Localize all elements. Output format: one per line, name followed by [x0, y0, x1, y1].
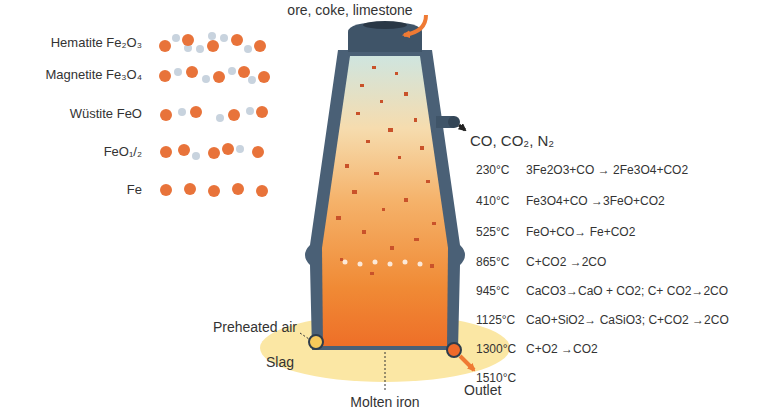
phase-label: Wüstite FeO — [70, 106, 142, 122]
outlet-tap — [447, 343, 461, 357]
furnace-interior — [322, 56, 448, 346]
ore-particles — [336, 66, 436, 275]
tuyere-dots — [343, 260, 423, 267]
air-tuyere — [309, 335, 323, 349]
temperature: 1125°C — [476, 313, 515, 327]
temperature: 865°C — [476, 255, 510, 269]
reaction: C+CO2 →2CO — [526, 255, 606, 269]
reaction: FeO+CO→ Fe+CO2 — [526, 225, 635, 239]
feed-label: ore, coke, limestone — [287, 2, 412, 19]
temperature: 230°C — [476, 163, 510, 177]
gas-label: CO, CO₂, N₂ — [470, 132, 554, 150]
reaction: 3Fe2O3+CO → 2Fe3O4+CO2 — [526, 163, 688, 177]
leader-line — [385, 352, 386, 392]
reaction: C+O2 →CO2 — [526, 342, 598, 356]
reaction: Fe3O4+CO →3FeO+CO2 — [526, 194, 665, 208]
phase-label: Fe — [127, 182, 142, 198]
reaction: CaO+SiO2→ CaSiO3; C+CO2 →2CO — [526, 313, 729, 327]
part-label: Molten iron — [350, 394, 419, 411]
charge-arrow — [404, 15, 426, 35]
part-label: Outlet — [464, 382, 501, 399]
temperature: 945°C — [476, 284, 510, 298]
furnace-shell — [305, 50, 465, 350]
temperature: 410°C — [476, 194, 510, 208]
phase-label: Hematite Fe₂O₃ — [51, 35, 142, 51]
phase-label: Magnetite Fe₃O₄ — [45, 67, 142, 83]
part-label: Slag — [266, 354, 294, 371]
part-label: Preheated air — [213, 319, 297, 336]
reaction: CaCO3→CaO + CO2; C+ CO2→2CO — [526, 284, 728, 298]
phase-label: FeO₁/₂ — [104, 144, 142, 160]
atom-rows — [159, 32, 270, 197]
leader-line — [300, 333, 309, 339]
furnace-opening — [363, 21, 407, 29]
temperature: 1300°C — [476, 342, 516, 356]
outlet-arrow — [460, 356, 474, 370]
temperature: 525°C — [476, 225, 510, 239]
furnace-cap — [348, 22, 422, 52]
gas-arrow — [459, 125, 465, 130]
